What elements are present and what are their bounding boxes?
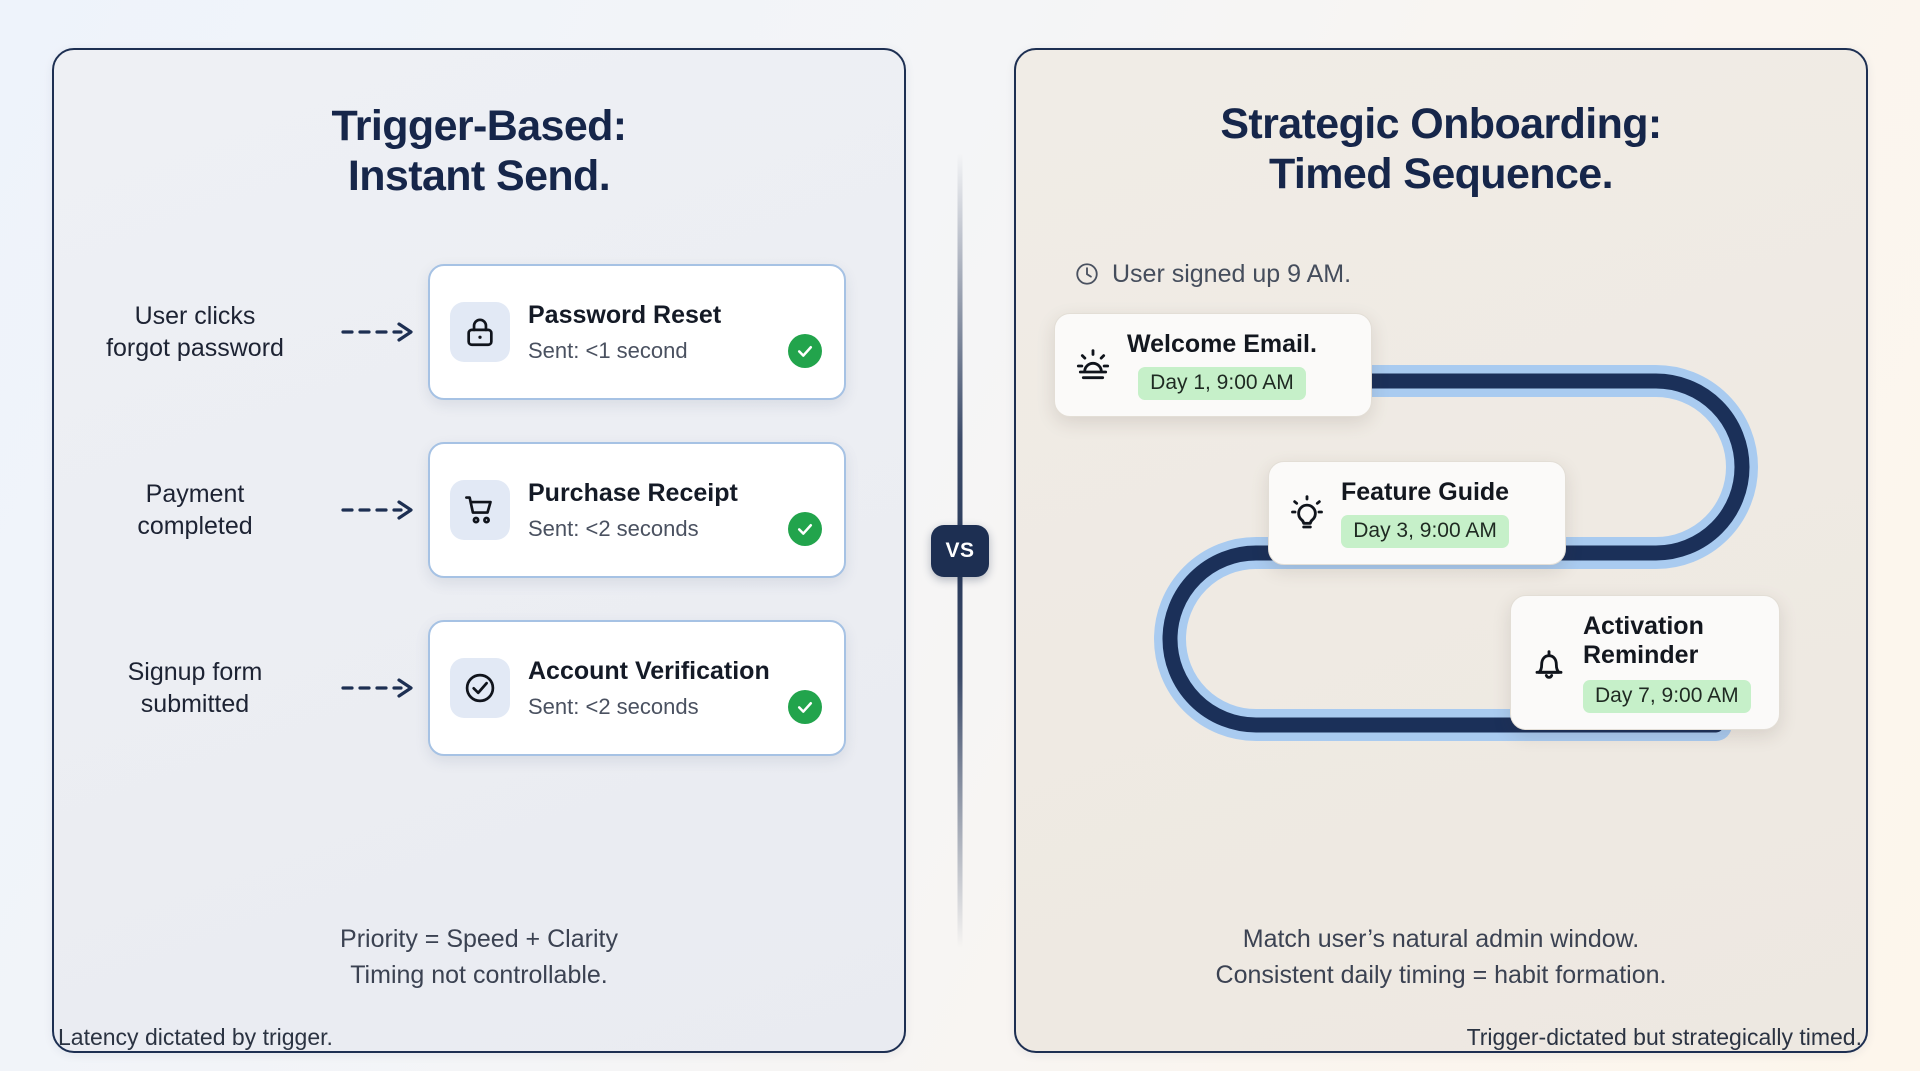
dashed-arrow-right-icon xyxy=(336,677,428,699)
sequence-card-text: Activation Reminder Day 7, 9:00 AM xyxy=(1583,612,1751,714)
right-panel-title: Strategic Onboarding: Timed Sequence. xyxy=(1220,100,1662,198)
left-panel-title: Trigger-Based: Instant Send. xyxy=(331,102,627,200)
check-circle-outline-icon xyxy=(450,657,510,718)
left-panel-trigger-based: Trigger-Based: Instant Send. User clicks… xyxy=(52,48,906,1053)
trigger-row: Payment completed xyxy=(54,441,880,578)
trigger-rows: User clicks forgot password xyxy=(54,263,904,756)
day-badge: Day 1, 9:00 AM xyxy=(1138,367,1306,400)
left-panel-note: Priority = Speed + Clarity Timing not co… xyxy=(340,925,618,989)
email-card-title: Account Verification xyxy=(528,656,770,685)
sequence-flow-area: Welcome Email. Day 1, 9:00 AM xyxy=(1016,303,1866,773)
day-badge: Day 3, 9:00 AM xyxy=(1341,515,1509,548)
shopping-cart-icon xyxy=(450,479,510,540)
email-card-title: Purchase Receipt xyxy=(528,478,738,507)
sequence-card-title: Activation Reminder xyxy=(1583,611,1704,669)
dashed-arrow-right-icon xyxy=(336,499,428,521)
sunrise-icon xyxy=(1073,345,1113,385)
right-panel-note: Match user’s natural admin window. Consi… xyxy=(1215,925,1667,989)
sequence-card-welcome-email[interactable]: Welcome Email. Day 1, 9:00 AM xyxy=(1054,312,1372,417)
email-card-subtitle: Sent: <1 second xyxy=(528,337,688,363)
sequence-card-title: Welcome Email. xyxy=(1127,329,1317,358)
trigger-label: Signup form submitted xyxy=(127,657,263,718)
signup-time-line: User signed up 9 AM. xyxy=(1074,260,1866,289)
vs-badge: VS xyxy=(931,524,989,577)
email-card-subtitle: Sent: <2 seconds xyxy=(528,693,699,719)
sequence-card-text: Feature Guide Day 3, 9:00 AM xyxy=(1341,478,1509,548)
sequence-card-title: Feature Guide xyxy=(1341,477,1510,506)
caption-right: Trigger-dictated but strategically timed… xyxy=(1466,1024,1862,1050)
check-circle-icon xyxy=(788,511,822,546)
check-circle-icon xyxy=(788,689,822,724)
sequence-card-text: Welcome Email. Day 1, 9:00 AM xyxy=(1127,330,1317,400)
email-card[interactable]: Account Verification Sent: <2 seconds xyxy=(428,619,846,756)
sequence-card-feature-guide[interactable]: Feature Guide Day 3, 9:00 AM xyxy=(1268,460,1566,565)
email-card-subtitle: Sent: <2 seconds xyxy=(528,515,699,541)
caption-left: Latency dictated by trigger. xyxy=(58,1024,333,1050)
email-card[interactable]: Password Reset Sent: <1 second xyxy=(428,263,846,400)
panel-divider: VS xyxy=(906,48,1014,1053)
check-circle-icon xyxy=(788,333,822,368)
email-card[interactable]: Purchase Receipt Sent: <2 seconds xyxy=(428,441,846,578)
sequence-card-activation-reminder[interactable]: Activation Reminder Day 7, 9:00 AM xyxy=(1510,594,1780,731)
day-badge: Day 7, 9:00 AM xyxy=(1583,680,1751,714)
email-card-title: Password Reset xyxy=(528,300,722,329)
lock-icon xyxy=(450,301,510,362)
trigger-row: User clicks forgot password xyxy=(54,263,880,400)
email-card-text: Account Verification Sent: <2 seconds xyxy=(528,656,824,720)
email-card-text: Password Reset Sent: <1 second xyxy=(528,300,824,364)
email-card-text: Purchase Receipt Sent: <2 seconds xyxy=(528,478,824,542)
trigger-label: User clicks forgot password xyxy=(106,301,284,362)
trigger-row: Signup form submitted Ac xyxy=(54,619,880,756)
dashed-arrow-right-icon xyxy=(336,321,428,343)
right-panel-strategic-onboarding: Strategic Onboarding: Timed Sequence. Us… xyxy=(1014,48,1868,1053)
lightbulb-icon xyxy=(1287,493,1327,533)
clock-icon xyxy=(1074,261,1100,287)
signup-time-text: User signed up 9 AM. xyxy=(1112,259,1352,288)
trigger-label: Payment completed xyxy=(137,479,253,540)
bell-icon xyxy=(1529,643,1569,683)
